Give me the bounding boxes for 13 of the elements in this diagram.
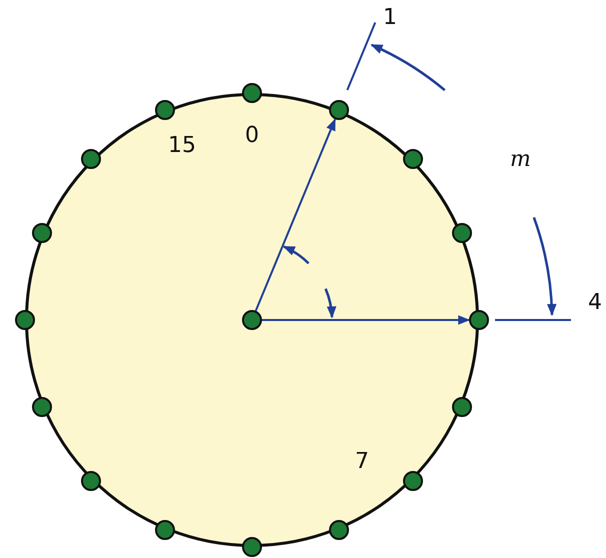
point-dot [469,310,489,330]
position-number: 1 [383,6,397,30]
point-dot [242,83,262,103]
arrow [254,118,336,312]
point-dot [15,310,35,330]
position-number: 0 [245,124,259,148]
position-number: 15 [168,134,196,158]
position-number: 4 [588,291,602,315]
angle-label: m [510,148,531,172]
point-dot [242,537,262,557]
arrow [262,315,470,325]
point-dot [242,310,262,330]
position-number: 7 [355,450,369,474]
